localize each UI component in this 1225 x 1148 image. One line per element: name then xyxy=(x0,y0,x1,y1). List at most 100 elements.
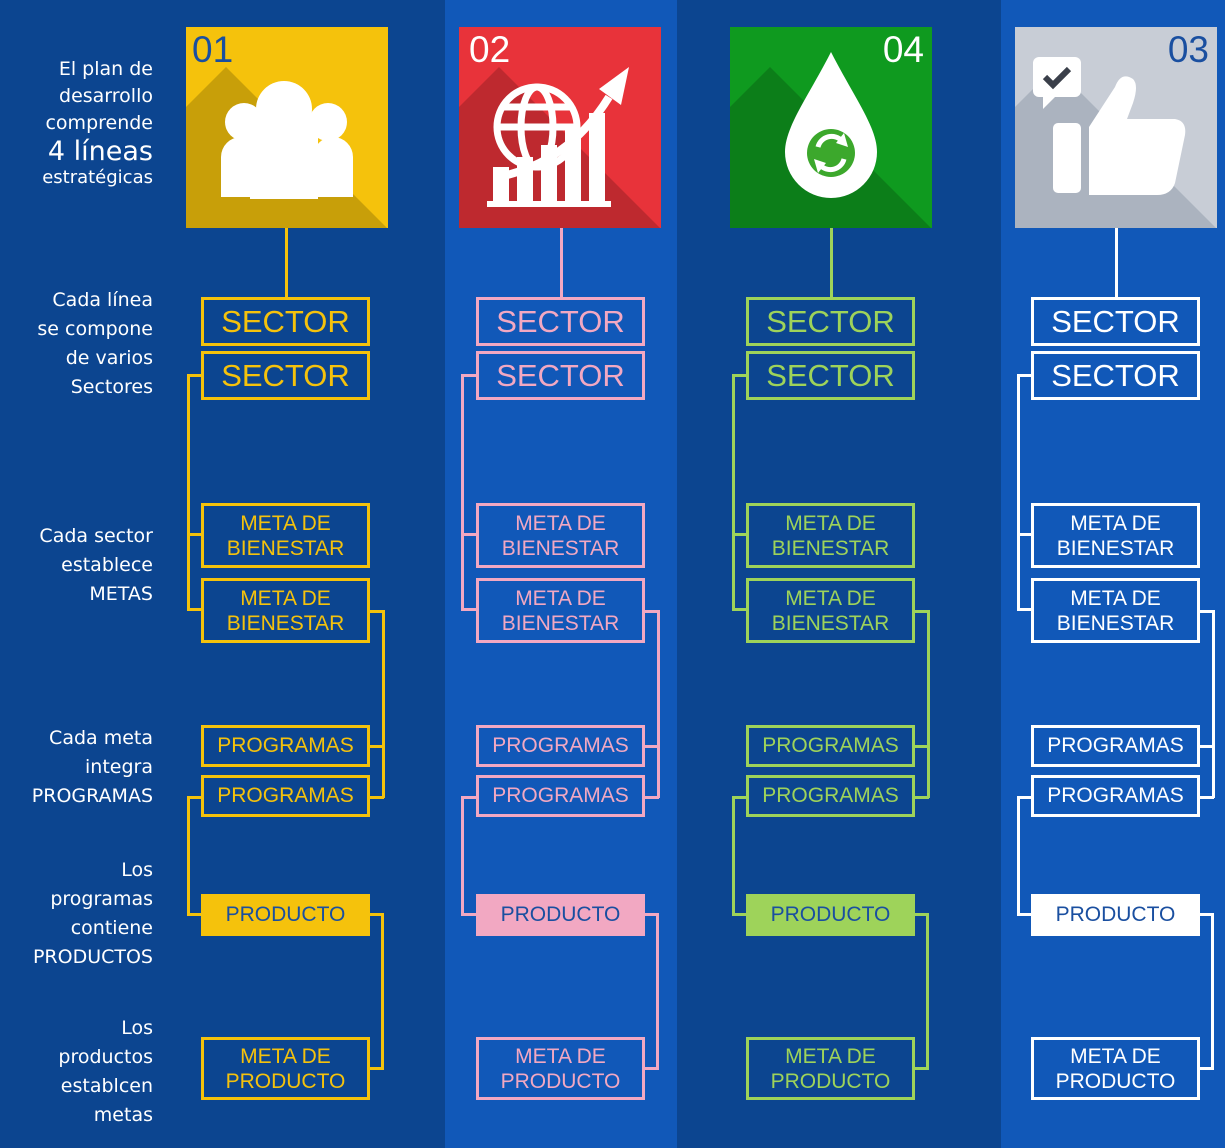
connector xyxy=(1198,796,1214,799)
connector xyxy=(1017,374,1020,610)
connector xyxy=(643,913,659,916)
connector xyxy=(187,608,203,611)
meta-line: PRODUCTO xyxy=(1055,1069,1176,1093)
row-label-products: Los programas contiene PRODUCTOS xyxy=(33,856,153,972)
row-label-line: estratégicas xyxy=(42,167,153,188)
row-label-line: Cada línea xyxy=(52,289,153,311)
connector xyxy=(732,913,748,916)
meta-line: BIENESTAR xyxy=(1056,611,1175,635)
water-drop-recycle-icon xyxy=(785,52,877,198)
sector-box: SECTOR xyxy=(746,297,915,346)
meta-line: PRODUCTO xyxy=(770,1069,891,1093)
connector xyxy=(187,913,203,916)
connector xyxy=(381,913,384,1069)
programas-box: PROGRAMAS xyxy=(476,775,645,817)
programas-box: PROGRAMAS xyxy=(1031,775,1200,817)
sector-box: SECTOR xyxy=(746,351,915,400)
connector xyxy=(830,228,833,298)
meta-line: META DE xyxy=(240,586,331,610)
sector-box: SECTOR xyxy=(201,351,370,400)
connector xyxy=(461,913,477,916)
connector xyxy=(643,745,659,748)
connector xyxy=(643,796,659,799)
meta-line: BIENESTAR xyxy=(226,611,345,635)
meta-line: PRODUCTO xyxy=(225,1069,346,1093)
connector xyxy=(732,796,748,799)
connector xyxy=(368,745,384,748)
connector xyxy=(187,796,203,799)
connector xyxy=(1017,913,1033,916)
connector xyxy=(913,796,929,799)
meta-line: META DE xyxy=(515,1044,606,1068)
connector xyxy=(368,1067,384,1070)
connector xyxy=(461,374,477,377)
connector xyxy=(1211,913,1214,1069)
connector xyxy=(187,796,190,916)
tile-01: 01 xyxy=(186,27,388,228)
meta-line: META DE xyxy=(785,511,876,535)
connector xyxy=(1198,1067,1214,1070)
row-label-line: Sectores xyxy=(70,376,153,398)
connector xyxy=(926,913,929,1069)
meta-line: BIENESTAR xyxy=(771,536,890,560)
row-label-line: se compone xyxy=(37,318,153,340)
programas-box: PROGRAMAS xyxy=(746,775,915,817)
connector xyxy=(732,374,735,610)
row-label-line: El plan de xyxy=(58,58,153,80)
line-number: 02 xyxy=(469,29,511,70)
row-label-line: establcen xyxy=(60,1075,153,1097)
connector xyxy=(187,533,203,536)
row-label-line: desarrollo xyxy=(59,85,153,107)
meta-line: META DE xyxy=(515,511,606,535)
line-number: 03 xyxy=(1167,29,1209,70)
connector xyxy=(560,228,563,298)
meta-line: META DE xyxy=(240,1044,331,1068)
row-label-programs: Cada meta integra PROGRAMAS xyxy=(32,724,153,811)
producto-box: PRODUCTO xyxy=(201,894,370,936)
meta-line: META DE xyxy=(1070,586,1161,610)
connector xyxy=(461,374,464,610)
connector xyxy=(1115,228,1118,298)
meta-line: META DE xyxy=(1070,1044,1161,1068)
meta-line: BIENESTAR xyxy=(501,611,620,635)
connector xyxy=(927,610,930,798)
sector-box: SECTOR xyxy=(201,297,370,346)
meta-line: META DE xyxy=(515,586,606,610)
programas-box: PROGRAMAS xyxy=(746,725,915,767)
globe-growth-chart-icon xyxy=(487,67,629,207)
connector xyxy=(461,608,477,611)
row-label-metas: Cada sector establece METAS xyxy=(39,522,153,609)
row-label-line: METAS xyxy=(89,583,153,605)
connector xyxy=(1198,913,1214,916)
meta-line: META DE xyxy=(1070,511,1161,535)
sector-box: SECTOR xyxy=(476,351,645,400)
row-label-line: contiene xyxy=(70,917,153,939)
row-label-line: programas xyxy=(50,888,153,910)
line-number: 04 xyxy=(882,29,924,70)
connector xyxy=(643,610,659,613)
connector xyxy=(368,913,384,916)
connector xyxy=(913,745,929,748)
meta-line: META DE xyxy=(785,586,876,610)
connector xyxy=(382,610,385,798)
row-label-line: comprende xyxy=(45,112,153,134)
row-label-line: PROGRAMAS xyxy=(31,785,153,807)
row-label-product-metas: Los productos establcen metas xyxy=(58,1014,153,1130)
sector-box: SECTOR xyxy=(476,297,645,346)
tile-04: 04 xyxy=(730,27,932,228)
connector xyxy=(643,1067,659,1070)
connector xyxy=(368,796,384,799)
sector-box: SECTOR xyxy=(1031,351,1200,400)
connector xyxy=(1198,745,1214,748)
connector xyxy=(1017,533,1033,536)
row-label-line: Cada sector xyxy=(39,525,153,547)
connector xyxy=(657,610,660,798)
connector xyxy=(732,533,748,536)
